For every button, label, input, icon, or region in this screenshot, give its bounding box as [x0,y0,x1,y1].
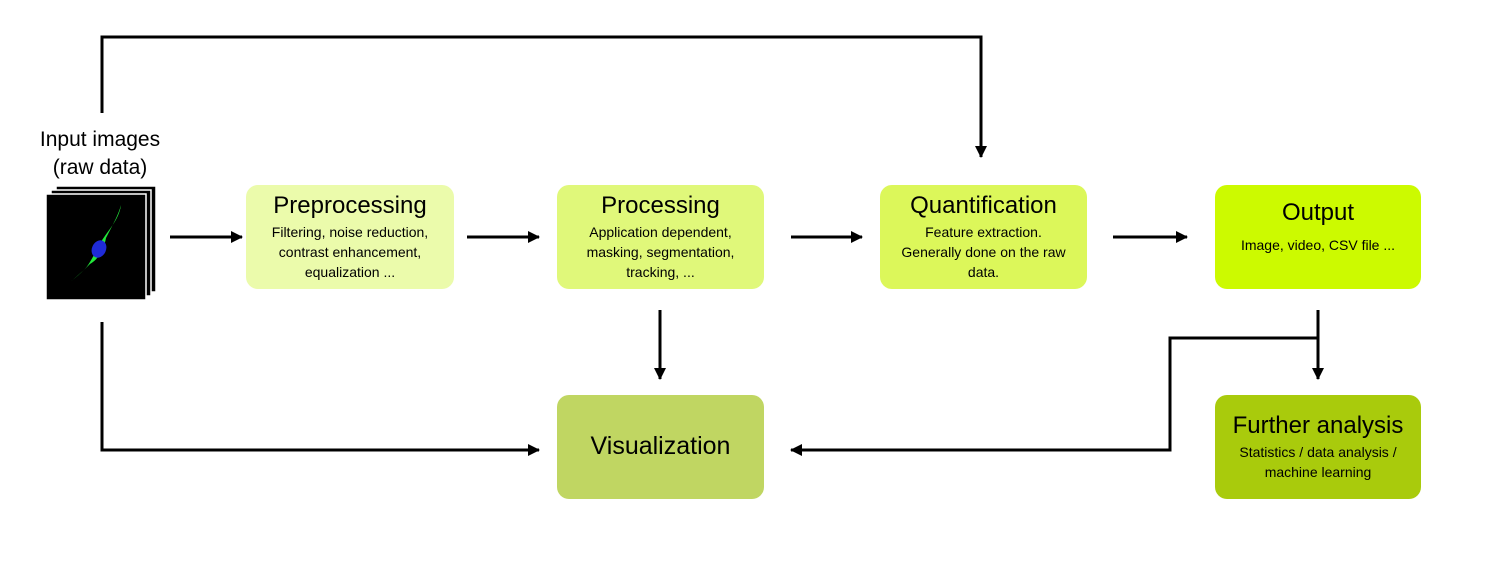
processing-title: Processing [601,192,720,219]
output-desc-line: Image, video, CSV file ... [1240,237,1396,253]
quantification-desc-line: Feature extraction. [925,224,1042,240]
arrow-output-to-visualization [790,336,1318,456]
processing-desc-line: masking, segmentation, [586,244,735,260]
stage-processing: Processing Application dependent, maskin… [557,185,764,289]
preprocessing-desc-line: contrast enhancement, [278,244,422,260]
further-analysis-description: Statistics / data analysis / machine lea… [1239,442,1396,482]
quantification-desc-line: data. [967,264,1000,280]
preprocessing-desc-line: Filtering, noise reduction, [271,224,429,240]
arrow-input-to-visualization [100,322,540,456]
preprocessing-description: Filtering, noise reduction, contrast enh… [272,222,428,282]
output-title: Output [1281,199,1355,226]
visualization-title: Visualization [590,432,731,460]
input-label-line2: (raw data) [52,156,148,179]
input-label-line1: Input images [39,128,161,151]
processing-description: Application dependent, masking, segmenta… [587,222,735,282]
stage-preprocessing: Preprocessing Filtering, noise reduction… [246,185,454,289]
quantification-desc-line: Generally done on the raw [901,244,1066,260]
preprocessing-title: Preprocessing [273,192,427,219]
input-images-label: Input images (raw data) [30,126,170,182]
output-description: Image, video, CSV file ... [1241,235,1395,255]
processing-desc-line: tracking, ... [626,264,695,280]
quantification-title: Quantification [910,192,1057,219]
quantification-description: Feature extraction. Generally done on th… [901,222,1065,282]
further-analysis-desc-line: machine learning [1264,464,1372,480]
further-analysis-desc-line: Statistics / data analysis / [1239,444,1397,460]
stage-visualization: Visualization [557,395,764,499]
preprocessing-desc-line: equalization ... [304,264,396,280]
arrow-input-to-quantification [100,35,987,158]
further-analysis-title: Further analysis [1232,412,1404,439]
cell-image-stack-icon [46,186,156,300]
stage-further-analysis: Further analysis Statistics / data analy… [1215,395,1421,499]
processing-desc-line: Application dependent, [589,224,732,240]
stage-quantification: Quantification Feature extraction. Gener… [880,185,1087,289]
stage-output: Output Image, video, CSV file ... [1215,185,1421,289]
